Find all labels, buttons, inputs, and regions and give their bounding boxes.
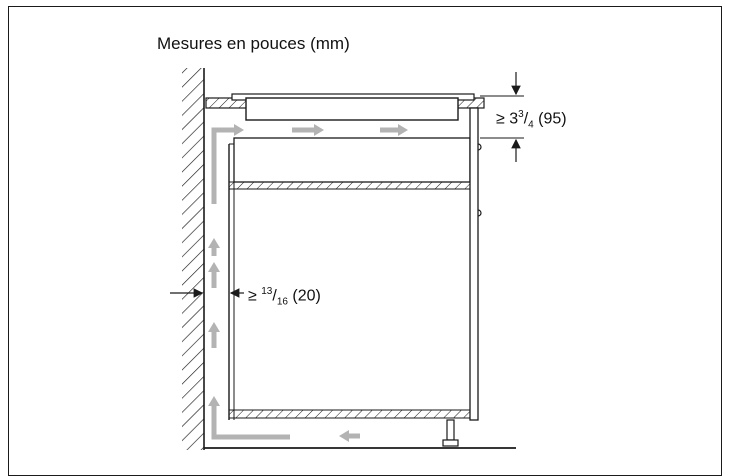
dimension-top-denominator: 4 xyxy=(528,119,534,131)
dimension-gap-numerator: 13 xyxy=(261,286,273,297)
dimension-label-gap: ≥ 13/16 (20) xyxy=(248,286,321,308)
dimension-top-numerator: 3 xyxy=(518,109,524,120)
wall xyxy=(182,68,205,450)
dimension-top-prefix: ≥ 3 xyxy=(496,110,519,128)
airflow-arrows xyxy=(208,124,408,442)
dimension-gap-suffix: (20) xyxy=(287,287,321,305)
dimension-marker-top xyxy=(480,72,524,162)
diagram-title: Mesures en pouces (mm) xyxy=(157,34,350,53)
dimension-top-suffix: (95) xyxy=(533,110,567,128)
dimension-label-top: ≥ 33/4 (95) xyxy=(496,109,567,131)
cabinet xyxy=(228,107,482,447)
dimension-gap-denominator: 16 xyxy=(276,296,288,308)
dimension-gap-slash: / xyxy=(272,287,277,305)
cooktop xyxy=(231,93,475,121)
dimension-gap-prefix: ≥ xyxy=(248,287,262,305)
dimension-top-slash: / xyxy=(523,110,529,128)
